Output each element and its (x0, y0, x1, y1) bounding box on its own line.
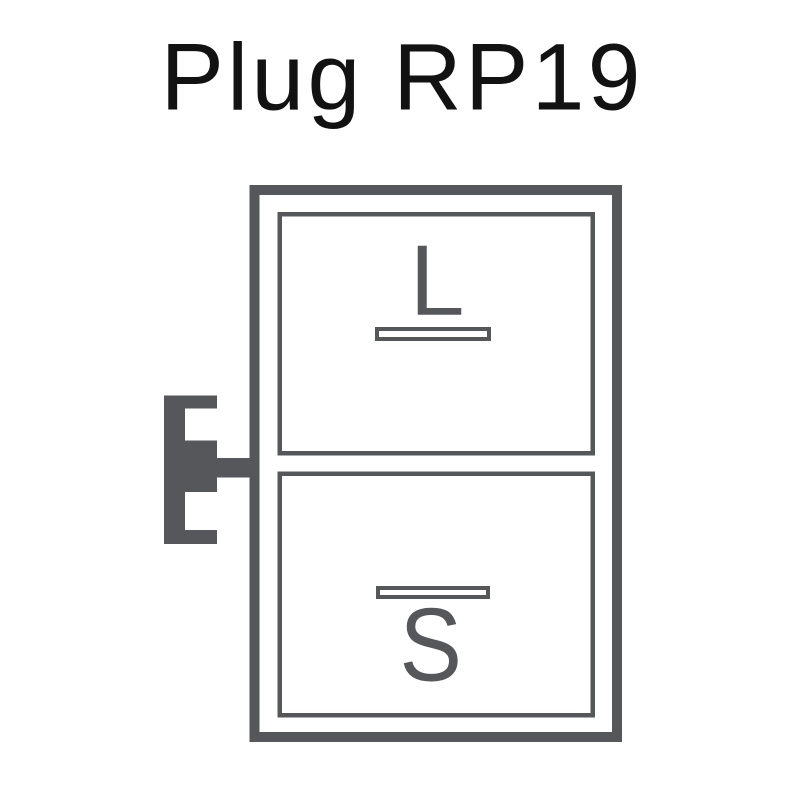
svg-text:Plug RP19: Plug RP19 (161, 25, 641, 131)
svg-text:S: S (400, 586, 462, 703)
